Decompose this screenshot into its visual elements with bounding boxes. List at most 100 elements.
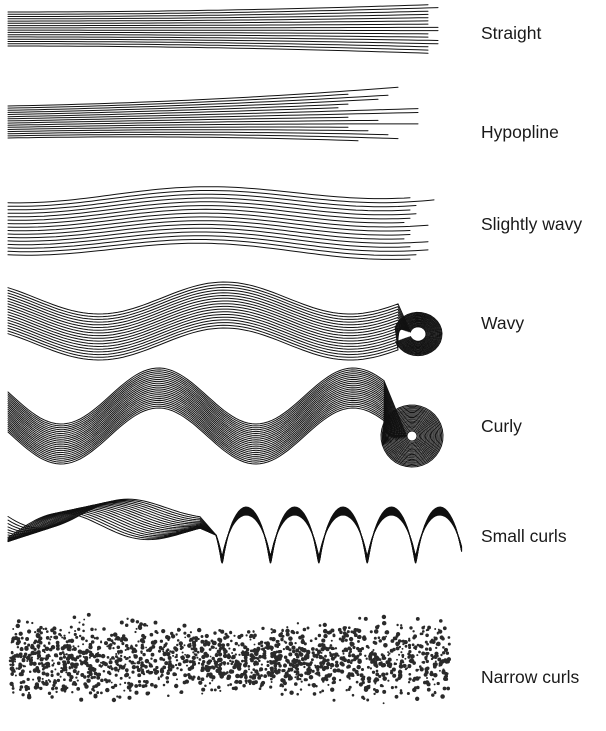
hair-speck — [299, 652, 303, 656]
hair-speck — [442, 651, 445, 654]
hair-speck — [158, 650, 161, 653]
hair-strand — [8, 127, 348, 130]
hair-speck — [128, 685, 131, 688]
hair-speck — [12, 661, 14, 663]
hair-speck — [59, 657, 63, 661]
hair-speck — [227, 684, 229, 686]
hair-speck — [237, 667, 239, 669]
hair-speck — [233, 648, 236, 651]
hair-speck — [250, 671, 252, 673]
hair-speck — [11, 674, 13, 676]
hair-speck — [74, 630, 76, 632]
hair-speck — [392, 668, 395, 671]
hair-speck — [318, 674, 320, 676]
hair-speck — [258, 642, 261, 645]
hair-speck — [382, 676, 387, 681]
hair-speck — [247, 630, 251, 634]
hair-speck — [180, 645, 183, 648]
hair-speck — [375, 689, 379, 693]
hair-strand — [8, 24, 428, 26]
hair-speck — [332, 677, 336, 681]
hair-strand — [8, 44, 428, 50]
hair-speck — [54, 635, 58, 639]
hair-speck — [375, 673, 379, 677]
hair-speck — [335, 663, 339, 667]
hair-speck — [292, 631, 295, 634]
hair-speck — [215, 647, 217, 649]
hair-speck — [364, 617, 368, 621]
hair-speck — [55, 691, 57, 693]
hair-speck — [168, 668, 170, 670]
hair-speck — [218, 660, 220, 662]
hair-speck — [63, 637, 66, 640]
hair-speck — [190, 665, 194, 669]
hair-speck — [36, 644, 40, 648]
hair-speck — [309, 675, 314, 680]
hair-speck — [133, 654, 135, 656]
hair-speck — [281, 693, 284, 696]
hair-speck — [66, 687, 68, 689]
hair-speck — [315, 665, 318, 668]
hair-speck — [248, 668, 250, 670]
hair-speck — [108, 644, 112, 648]
hair-speck — [183, 673, 187, 677]
hair-speck — [126, 618, 128, 620]
hair-speck — [421, 652, 425, 656]
hair-speck — [108, 638, 112, 642]
label-hypopline: Hypopline — [481, 122, 559, 142]
hair-speck — [219, 648, 221, 650]
hair-speck — [284, 656, 288, 660]
hair-speck — [295, 674, 297, 676]
hair-speck — [16, 641, 20, 645]
hair-speck — [350, 630, 353, 633]
hair-speck — [21, 693, 24, 696]
hair-speck — [163, 684, 166, 687]
hair-speck — [260, 644, 263, 647]
hair-speck — [348, 688, 351, 691]
hair-speck — [357, 659, 361, 663]
hair-speck — [244, 674, 247, 677]
hair-speck — [288, 636, 293, 641]
hair-speck — [253, 634, 257, 638]
hair-speck — [385, 636, 387, 638]
hair-speck — [85, 661, 89, 665]
hair-speck — [400, 626, 403, 629]
hair-speck — [51, 645, 56, 650]
hair-speck — [370, 630, 373, 633]
hair-speck — [98, 664, 101, 667]
hair-speck — [434, 683, 436, 685]
hair-speck — [82, 630, 85, 633]
hair-speck — [233, 635, 235, 637]
hair-speck — [28, 686, 30, 688]
hair-speck — [201, 693, 203, 695]
hair-speck — [174, 673, 177, 676]
hair-speck — [209, 648, 212, 651]
hair-speck — [259, 687, 262, 690]
hair-speck — [185, 679, 189, 683]
hair-speck — [330, 664, 332, 666]
hair-speck — [161, 668, 164, 671]
hair-strand — [8, 315, 439, 353]
hair-speck — [83, 656, 85, 658]
hair-speck — [100, 640, 102, 642]
hair-speck — [63, 653, 65, 655]
hair-speck — [219, 649, 222, 652]
hair-speck — [154, 671, 158, 675]
hair-speck — [375, 665, 378, 668]
hair-speck — [200, 649, 204, 653]
hair-speck — [20, 647, 23, 650]
hair-speck — [165, 642, 168, 645]
hair-speck — [33, 648, 36, 651]
hair-speck — [190, 631, 192, 633]
hair-speck — [150, 657, 152, 659]
hair-speck — [312, 683, 316, 687]
hair-speck — [87, 675, 90, 678]
hair-speck — [415, 648, 417, 650]
hair-speck — [23, 665, 25, 667]
hair-speck — [15, 675, 17, 677]
hair-speck — [19, 655, 23, 659]
hair-speck — [226, 671, 229, 674]
hair-speck — [139, 622, 143, 626]
hair-speck — [73, 647, 77, 651]
